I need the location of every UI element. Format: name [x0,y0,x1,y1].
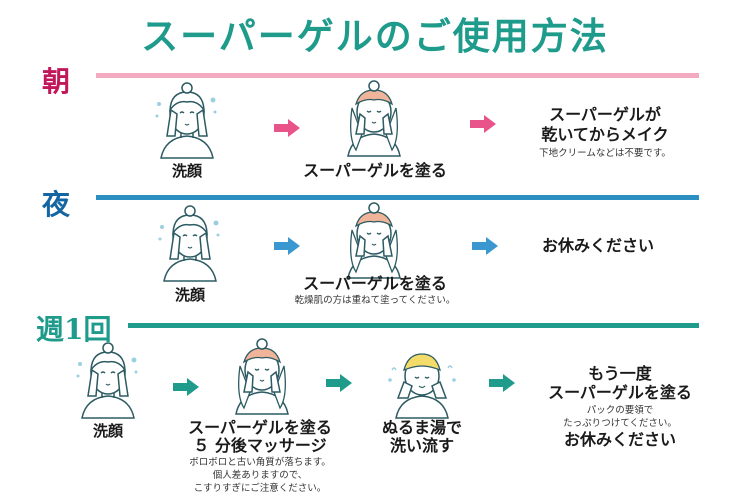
weekly-step2-line1: スーパーゲルを塗る [188,418,332,437]
weekly-step4-line3: お休みください [563,430,676,449]
weekly-step2-note2: 個人差ありますので、 [212,470,308,481]
night-step2-note: 乾燥肌の方は重ねて塗ってください。 [294,295,456,306]
section-label-night: 夜 [42,188,71,221]
weekly-step2-line2: ５ 分後マッサージ [193,436,327,455]
morning-step1-label: 洗顔 [171,162,202,180]
night-step3-label: お休みください [541,236,654,255]
arrow-right-icon [274,119,300,137]
woman-rinsing-face-illustration [382,340,462,420]
woman-applying-gel-illustration [334,78,414,158]
page-title: スーパーゲルのご使用方法 [141,14,609,58]
night-step1-label: 洗顔 [174,286,205,304]
arrow-right-icon [326,374,352,392]
night-step2-label: スーパーゲルを塗る [303,274,447,293]
section-label-morning: 朝 [42,65,71,98]
arrow-right-icon [173,378,199,396]
weekly-step1-label: 洗顔 [92,422,123,440]
morning-divider [96,73,699,78]
arrow-right-icon [274,237,300,255]
woman-washing-face-illustration [150,203,230,283]
morning-step3-line1: スーパーゲルが [549,105,661,124]
weekly-step4-note1: パックの要領で [586,405,654,416]
morning-step3-line2: 乾いてからメイク [541,125,669,144]
arrow-right-icon [489,374,515,392]
weekly-step3-line1: ぬるま湯で [381,418,462,437]
arrow-right-icon [472,237,498,255]
section-label-weekly: 週1回 [36,313,112,346]
woman-washing-face-illustration [68,340,148,420]
weekly-step4-line1: もう一度 [588,364,652,383]
night-divider [96,195,699,200]
weekly-step4-line2: スーパーゲルを塗る [548,383,692,402]
weekly-step2-note1: ボロボロと古い角質が落ちます。 [189,457,331,468]
weekly-step4-note2: たっぷりつけてください。 [563,418,677,429]
arrow-right-icon [470,115,496,133]
woman-washing-face-illustration [147,80,227,160]
morning-step3-note: 下地クリームなどは不要です。 [539,148,671,159]
weekly-step2-note3: こすりすぎにご注意ください。 [193,483,327,494]
weekly-step3-line2: 洗い流す [389,436,454,455]
weekly-divider [128,323,699,328]
woman-applying-gel-illustration [334,200,414,280]
woman-applying-gel-illustration [222,336,302,416]
morning-step2-label: スーパーゲルを塗る [303,161,447,180]
